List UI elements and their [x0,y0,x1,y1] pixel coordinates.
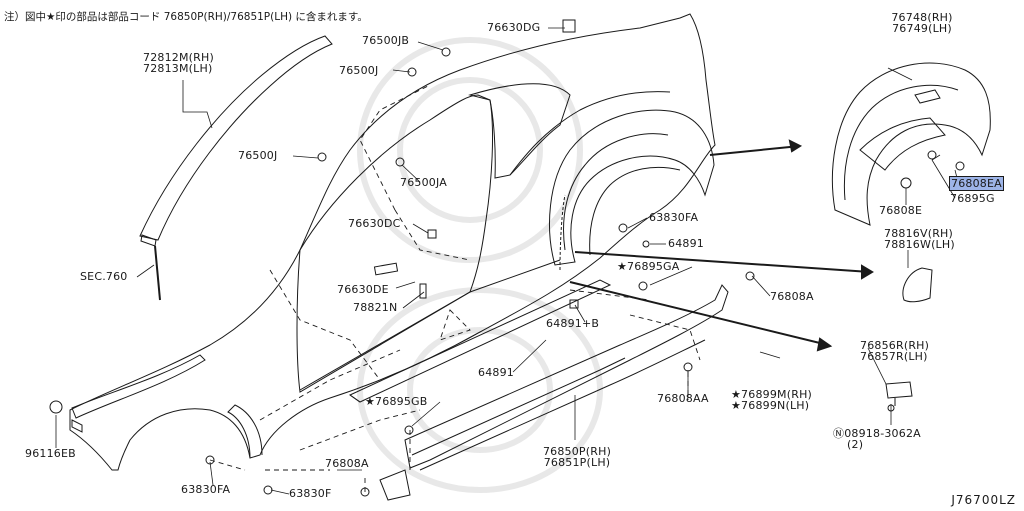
label-76856r[interactable]: 76856R(RH)76857R(LH) [860,339,930,363]
label-63830fa-low[interactable]: 63830FA [181,483,231,496]
label-76895gb[interactable]: ★76895GB [365,395,428,408]
label-76808a-right[interactable]: 76808A [770,290,814,303]
body-side-outer-panel[interactable] [69,13,716,471]
wheelhouse-liner-exploded[interactable] [831,62,991,226]
label-76808aa[interactable]: 76808AA [657,392,709,405]
label-76630de[interactable]: 76630DE [337,283,389,296]
label-76500jb[interactable]: 76500JB [362,34,410,47]
label-76630dc[interactable]: 76630DC [348,217,401,230]
label-72812m[interactable]: 72812M(RH)72813M(LH) [143,51,214,75]
label-08918[interactable]: Ⓝ08918-3062A(2) [833,427,921,451]
label-64891b[interactable]: 64891+B [546,317,600,330]
leader-lines [55,27,959,495]
sill-molding[interactable] [348,279,612,403]
mud-guard-patch[interactable] [902,267,933,303]
label-64891-top[interactable]: 64891 [668,237,704,250]
callout-arrows [569,139,874,352]
side-sill-cover[interactable] [379,284,729,501]
label-76500ja[interactable]: 76500JA [400,176,447,189]
label-78816[interactable]: 78816V(RH)78816W(LH) [884,227,955,251]
label-76899[interactable]: ★76899M(RH)★76899N(LH) [731,388,813,412]
roof-molding-strip[interactable] [139,35,333,241]
highlighted-part-76808ea[interactable]: 76808EA [949,176,1004,191]
label-sec760[interactable]: SEC.760 [80,270,128,283]
label-76850p[interactable]: 76850P(RH)76851P(LH) [542,445,612,469]
label-63830fa-top[interactable]: 63830FA [649,211,699,224]
label-76748[interactable]: 76748(RH)76749(LH) [891,11,953,35]
label-76630dg[interactable]: 76630DG [487,21,541,34]
label-64891-low[interactable]: 64891 [478,366,514,379]
label-76808a-low[interactable]: 76808A [325,457,369,470]
fasteners [49,19,965,497]
label-76895g[interactable]: 76895G [950,192,995,205]
label-76808ea[interactable]: 76808EA [949,176,1004,191]
label-96116eb[interactable]: 96116EB [25,447,76,460]
sec760-pin [154,245,161,301]
front-fender-trim[interactable] [71,354,206,433]
sill-bracket[interactable] [885,381,913,406]
label-76895ga[interactable]: ★76895GA [617,260,680,273]
label-76500j-top[interactable]: 76500J [339,64,379,77]
label-76808e[interactable]: 76808E [879,204,923,217]
rear-wheelhouse-liner-installed[interactable] [549,109,715,271]
diagram-code: J76700LZ [951,493,1016,507]
label-78821n[interactable]: 78821N [353,301,398,314]
label-76500j-mid[interactable]: 76500J [238,149,278,162]
label-63830f[interactable]: 63830F [289,487,332,500]
diagram-note: 注）図中★印の部品は部品コード 76850P(RH)/76851P(LH) に含… [4,11,368,23]
